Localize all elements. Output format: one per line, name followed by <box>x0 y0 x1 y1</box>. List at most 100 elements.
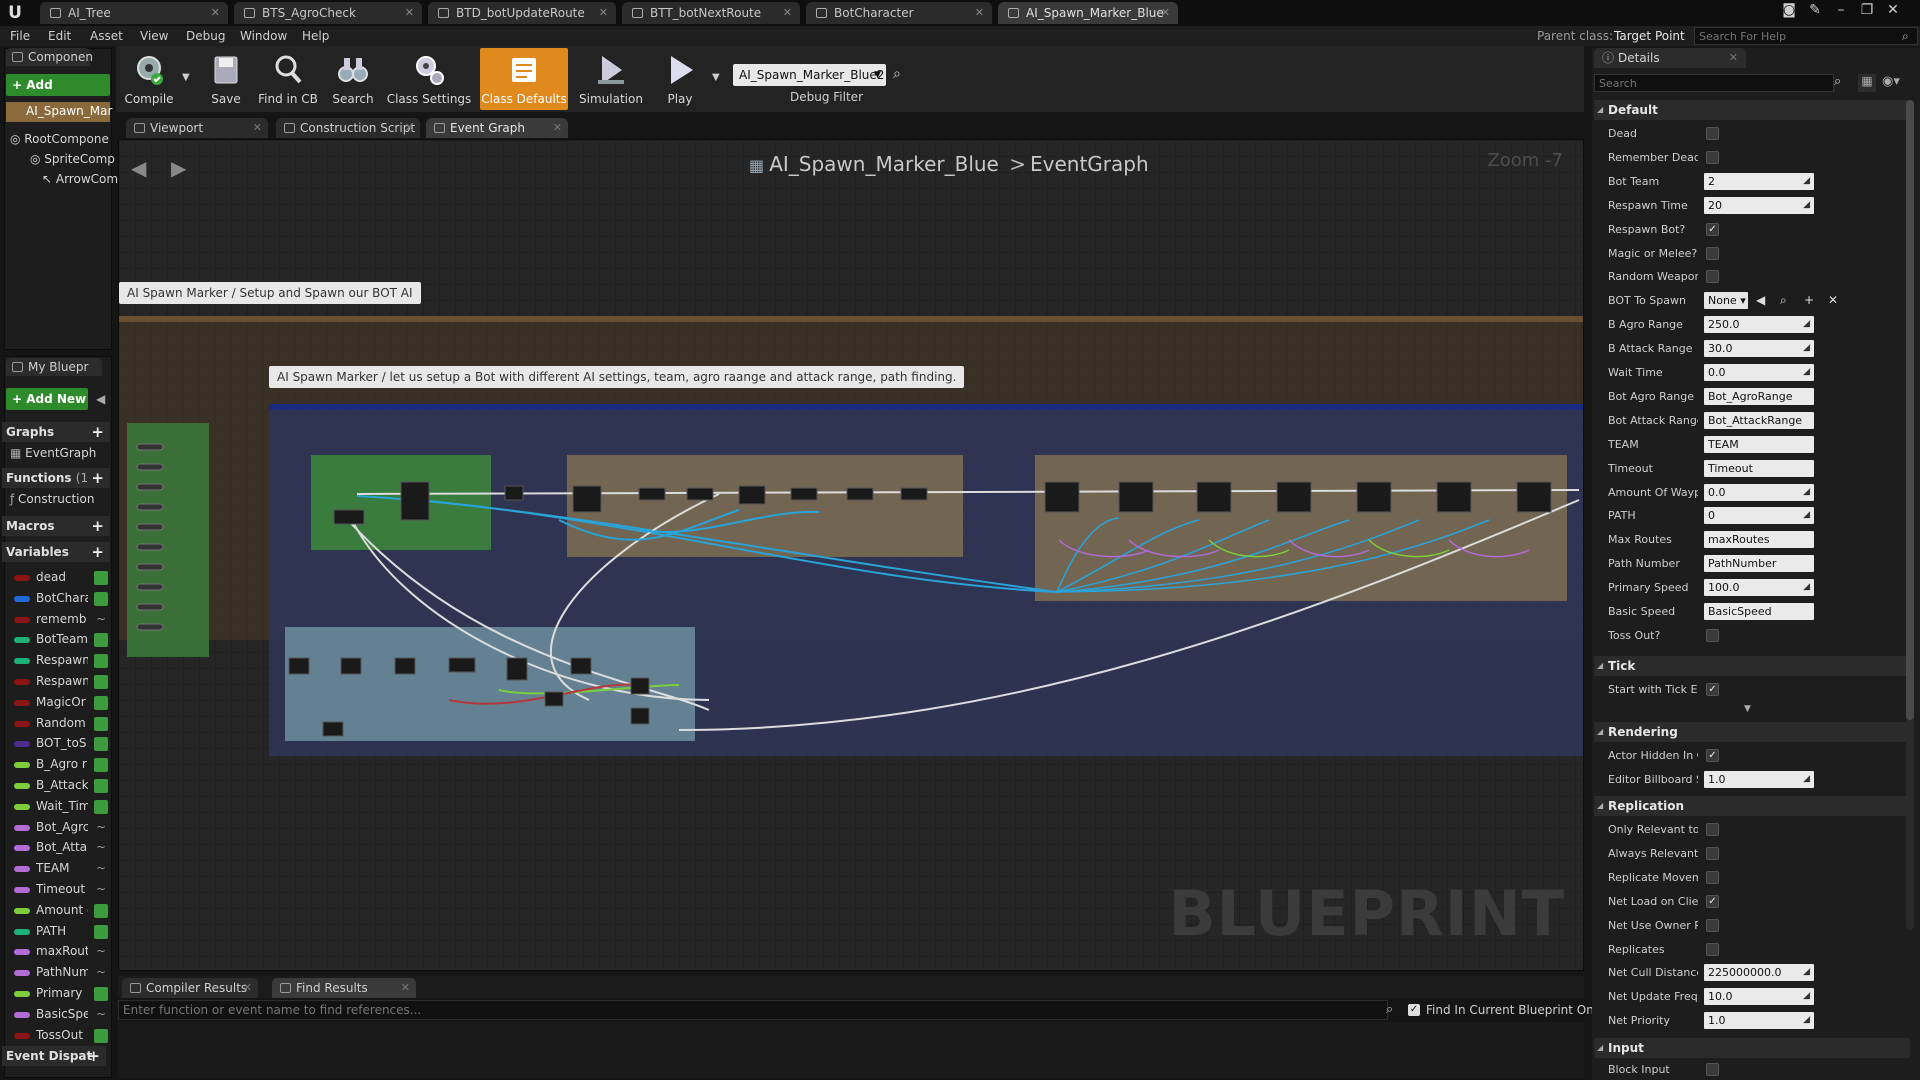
search-button[interactable]: Search <box>326 48 380 110</box>
event-graph-canvas[interactable]: ◀ ▶ ▦ AI_Spawn_Marker_Blue >EventGraph Z… <box>118 139 1584 971</box>
property-number-field[interactable]: 250.0◢ <box>1704 316 1814 334</box>
visibility-eye-icon[interactable] <box>94 1028 108 1043</box>
variable-item[interactable]: MagicOr <box>6 693 108 713</box>
minimize-icon[interactable]: – <box>1837 2 1845 18</box>
add-dispatcher-icon[interactable]: + <box>87 1047 100 1065</box>
view-options-eye-icon[interactable]: ◉▾ <box>1882 74 1900 89</box>
property-text-field[interactable]: Bot_AgroRange <box>1704 387 1814 405</box>
play-options-dropdown[interactable]: ▼ <box>712 72 720 83</box>
visibility-eye-icon[interactable] <box>94 654 108 669</box>
add-new-button[interactable]: + Add New <box>6 388 88 410</box>
variable-item[interactable]: TossOut <box>6 1026 108 1046</box>
add-graph-icon[interactable]: + <box>91 423 104 441</box>
property-matrix-icon[interactable]: ▦ <box>1858 74 1876 92</box>
document-tab[interactable]: AI_Tree✕ <box>40 2 228 24</box>
variable-item[interactable]: dead <box>6 568 108 588</box>
details-scrollbar-thumb[interactable] <box>1906 100 1914 720</box>
graph-tab[interactable]: Event Graph✕ <box>426 118 568 138</box>
close-window-icon[interactable]: ✕ <box>1887 2 1899 18</box>
variable-item[interactable]: Bot_Atta~ <box>6 838 108 858</box>
component-tree-item[interactable]: ◎ SpriteComp <box>30 152 115 166</box>
macros-section-header[interactable]: Macros+ <box>2 516 110 536</box>
close-tab-icon[interactable]: ✕ <box>400 981 410 994</box>
visibility-hidden-icon[interactable]: ~ <box>96 861 107 876</box>
variable-item[interactable]: Wait_Tim <box>6 797 108 817</box>
visibility-eye-icon[interactable] <box>94 758 108 773</box>
graphs-section-header[interactable]: Graphs+ <box>2 422 110 442</box>
spin-arrows-icon[interactable]: ◢ <box>1803 175 1810 186</box>
category-rendering[interactable]: Rendering <box>1594 722 1910 742</box>
function-item-construction[interactable]: ƒ Construction <box>10 492 95 506</box>
menu-item-edit[interactable]: Edit <box>48 29 72 43</box>
graph-nodes[interactable] <box>288 481 1552 737</box>
close-tab-icon[interactable]: ✕ <box>782 6 792 19</box>
spin-arrows-icon[interactable]: ◢ <box>1803 486 1810 497</box>
variable-item[interactable]: BOT_toS <box>6 734 108 754</box>
variable-item[interactable]: B_Attack <box>6 776 108 796</box>
property-number-field[interactable]: 30.0◢ <box>1704 340 1814 358</box>
property-text-field[interactable]: BasicSpeed <box>1704 603 1814 620</box>
close-tab-icon[interactable]: ✕ <box>598 6 608 19</box>
property-checkbox[interactable] <box>1706 942 1719 956</box>
visibility-eye-icon[interactable] <box>94 799 108 814</box>
spin-arrows-icon[interactable]: ◢ <box>1803 319 1810 330</box>
spin-arrows-icon[interactable]: ◢ <box>1803 343 1810 354</box>
simulation-button[interactable]: Simulation <box>576 48 646 110</box>
class-settings-button[interactable]: Class Settings <box>386 48 472 110</box>
feedback-icon[interactable]: ✎ <box>1809 2 1821 18</box>
property-checkbox[interactable] <box>1706 823 1719 836</box>
variable-item[interactable]: Random <box>6 714 108 734</box>
category-tick[interactable]: Tick <box>1594 656 1910 676</box>
find-search-icon[interactable]: ⌕ <box>1386 1002 1394 1017</box>
close-tab-icon[interactable]: ✕ <box>1160 6 1170 19</box>
property-checkbox[interactable] <box>1706 918 1719 932</box>
variable-item[interactable]: maxRout~ <box>6 942 108 962</box>
visibility-hidden-icon[interactable]: ~ <box>96 611 107 626</box>
property-number-field[interactable]: 2◢ <box>1704 172 1814 190</box>
document-tab[interactable]: BTD_botUpdateRoute✕ <box>428 2 616 24</box>
menu-item-help[interactable]: Help <box>302 29 330 43</box>
property-number-field[interactable]: 225000000.0◢ <box>1704 964 1814 982</box>
visibility-hidden-icon[interactable]: ~ <box>96 965 107 980</box>
visibility-eye-icon[interactable] <box>94 779 108 793</box>
add-macro-icon[interactable]: + <box>91 517 104 535</box>
menu-item-file[interactable]: File <box>10 29 31 43</box>
property-checkbox[interactable] <box>1706 1063 1719 1076</box>
variable-item[interactable]: Bot_Agrc~ <box>6 818 108 838</box>
component-root-item[interactable]: AI_Spawn_Mar <box>6 102 112 122</box>
spin-arrows-icon[interactable]: ◢ <box>1803 967 1810 978</box>
property-checkbox[interactable] <box>1706 150 1719 164</box>
back-arrow-icon[interactable]: ◀ <box>131 156 147 180</box>
menu-item-debug[interactable]: Debug <box>186 29 226 43</box>
property-text-field[interactable]: Timeout <box>1704 459 1814 477</box>
graph-item-eventgraph[interactable]: ▦ EventGraph <box>10 446 97 460</box>
category-input[interactable]: Input <box>1594 1038 1910 1058</box>
search-icon[interactable]: ⌕ <box>1902 29 1909 43</box>
find-current-only-checkbox[interactable]: ✓ <box>1408 1004 1420 1016</box>
variables-section-header[interactable]: Variables+ <box>2 542 110 562</box>
compile-button[interactable]: Compile <box>122 48 176 110</box>
variable-item[interactable]: PathNum~ <box>6 963 108 983</box>
collapse-panel-icon[interactable]: ◀ <box>96 392 106 406</box>
notification-icon[interactable]: ◙ <box>1782 2 1796 18</box>
compile-options-dropdown[interactable]: ▼ <box>182 72 190 83</box>
save-button[interactable]: Save <box>202 48 250 110</box>
debug-object-select[interactable]: AI_Spawn_Marker_Blue2▼ <box>733 64 886 86</box>
property-checkbox[interactable] <box>1706 246 1719 260</box>
visibility-eye-icon[interactable] <box>94 571 108 585</box>
visibility-eye-icon[interactable] <box>94 903 108 918</box>
menu-item-window[interactable]: Window <box>240 29 288 43</box>
find-results-tab[interactable]: Find Results✕ <box>272 978 416 998</box>
new-asset-icon[interactable]: + <box>1804 293 1815 308</box>
menu-item-view[interactable]: View <box>140 29 169 43</box>
variable-item[interactable]: rememb~ <box>6 610 108 630</box>
details-search-input[interactable] <box>1594 74 1834 92</box>
visibility-hidden-icon[interactable]: ~ <box>96 840 107 855</box>
parent-class-link[interactable]: Target Point <box>1614 29 1685 43</box>
add-variable-icon[interactable]: + <box>91 543 104 561</box>
variable-item[interactable]: Primary <box>6 984 108 1004</box>
spin-arrows-icon[interactable]: ◢ <box>1803 991 1810 1002</box>
help-search-input[interactable] <box>1694 27 1918 45</box>
forward-arrow-icon[interactable]: ▶ <box>171 156 187 180</box>
visibility-eye-icon[interactable] <box>94 591 108 606</box>
